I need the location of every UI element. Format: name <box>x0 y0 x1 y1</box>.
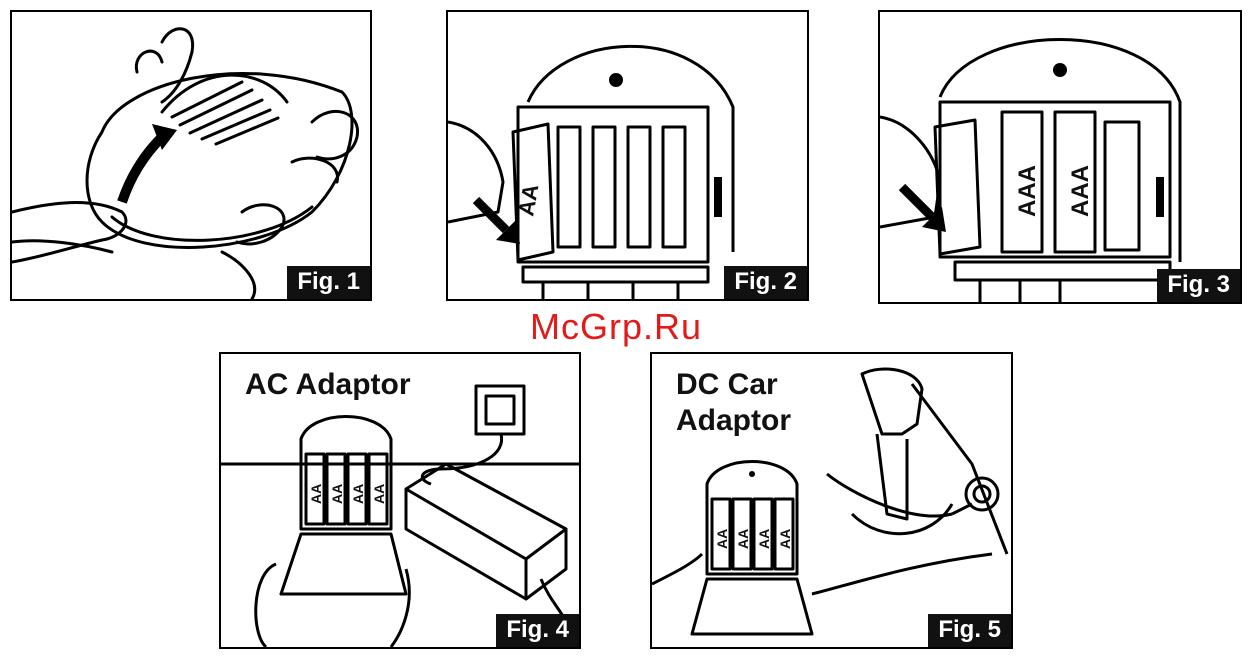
figure-4-label: Fig. 4 <box>496 614 579 647</box>
figure-2-battery-text: AA <box>513 182 543 218</box>
figure-5-battery-text-1: AA <box>714 529 730 549</box>
figure-1-illustration <box>12 12 370 299</box>
figure-5-panel: DC Car Adaptor AA AA AA AA Fig. 5 <box>650 352 1013 649</box>
figure-4-battery-text-2: AA <box>329 484 345 504</box>
figure-5-battery-text-4: AA <box>777 529 793 549</box>
watermark: McGrp.Ru <box>530 306 702 348</box>
figure-5-label: Fig. 5 <box>928 614 1011 647</box>
figure-5-battery-text-3: AA <box>756 529 772 549</box>
figure-3-illustration: AAA AAA <box>880 12 1240 302</box>
figure-4-battery-text-3: AA <box>350 484 366 504</box>
figure-2-label: Fig. 2 <box>724 266 807 299</box>
figure-1-panel: Fig. 1 <box>10 10 372 301</box>
figure-3-battery-text-1: AAA <box>1014 165 1041 217</box>
figure-3-label: Fig. 3 <box>1157 269 1240 302</box>
figure-4-battery-text-1: AA <box>308 484 324 504</box>
figure-3-panel: AAA AAA Fig. 3 <box>878 10 1242 304</box>
figure-2-illustration: AA <box>448 12 807 299</box>
figure-2-panel: AA Fig. 2 <box>446 10 809 301</box>
figure-5-illustration: AA AA AA AA <box>652 354 1011 647</box>
figure-1-label: Fig. 1 <box>287 266 370 299</box>
figure-4-panel: AC Adaptor AA AA AA AA Fig. 4 <box>219 352 581 649</box>
figure-4-illustration: AA AA AA AA <box>221 354 579 647</box>
figure-5-battery-text-2: AA <box>735 529 751 549</box>
figure-4-battery-text-4: AA <box>371 484 387 504</box>
figure-3-battery-text-2: AAA <box>1067 165 1094 217</box>
